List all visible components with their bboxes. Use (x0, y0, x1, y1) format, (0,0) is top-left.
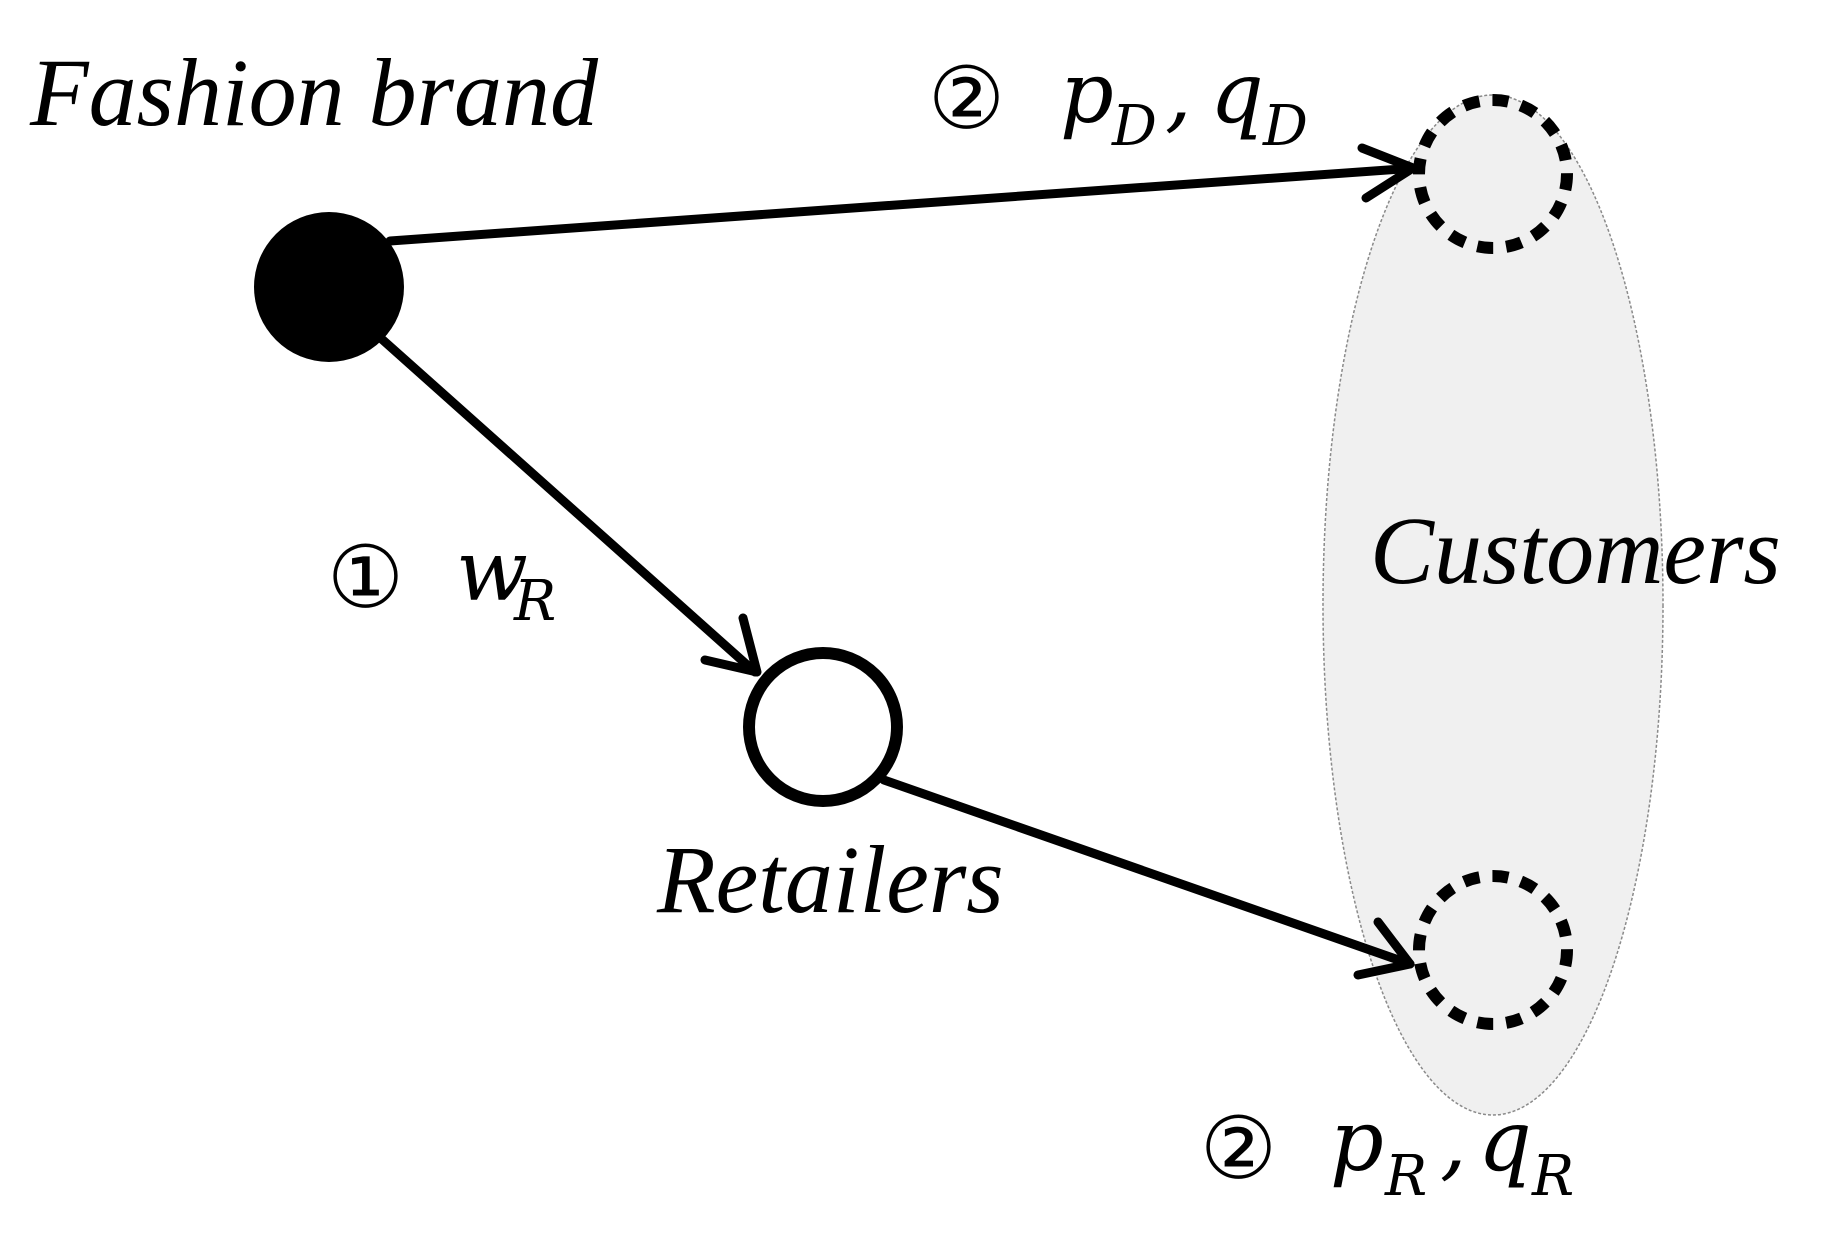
math-sub-D: D (1262, 94, 1308, 159)
math-separator: , (1440, 1092, 1467, 1190)
edge-retailers-to-customers (879, 775, 1415, 980)
arrowhead-icon (1357, 143, 1418, 203)
customers-region (1322, 94, 1664, 1116)
brand-label: Fashion brand (29, 39, 599, 146)
retailers-node (743, 647, 903, 807)
customer-direct-node (1413, 94, 1573, 254)
label-retailers-to-customers: ② p R , q R (1200, 1092, 1574, 1209)
math-sub-R: R (513, 569, 556, 634)
math-sub-R: R (1531, 1144, 1574, 1209)
label-brand-to-customers: ② p D , q D (928, 44, 1308, 159)
retailers-label: Retailers (656, 826, 1004, 933)
math-var-q: q (1478, 1092, 1532, 1190)
brand-node (254, 212, 404, 362)
edge-brand-to-retailers (370, 328, 762, 677)
math-sub-R: R (1384, 1144, 1427, 1209)
math-var-p: p (1330, 1092, 1384, 1190)
arrowhead-icon (1353, 917, 1415, 980)
math-var-p: p (1060, 44, 1114, 142)
step-number-1: ① (327, 528, 404, 628)
customer-retail-node (1413, 870, 1573, 1030)
step-number-2: ② (1200, 1099, 1277, 1199)
customers-label: Customers (1370, 497, 1781, 604)
label-brand-to-retailers: ① w R (327, 522, 556, 634)
math-separator: , (1165, 44, 1192, 142)
math-sub-D: D (1111, 94, 1157, 159)
edge-brand-to-customers (385, 143, 1420, 246)
arrowhead-icon (700, 613, 762, 677)
math-var-q: q (1210, 44, 1264, 142)
step-number-2: ② (928, 49, 1005, 149)
math-var-w: w (456, 522, 528, 620)
